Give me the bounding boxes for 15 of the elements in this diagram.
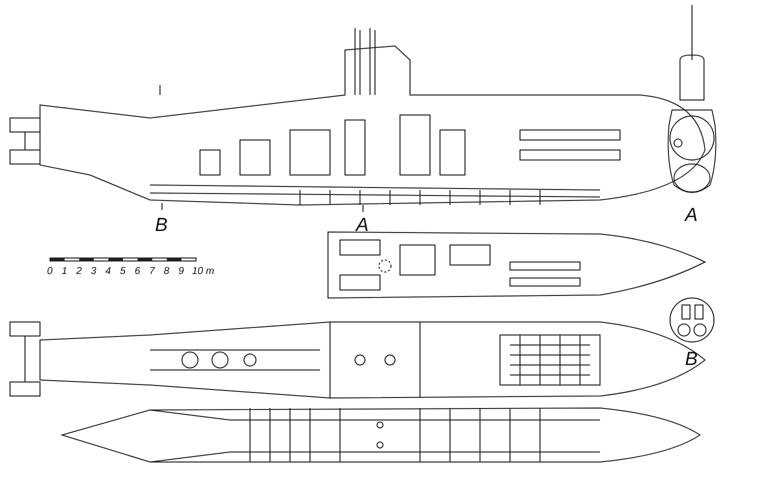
scale-number: 8 <box>164 267 170 277</box>
scale-number: 2 <box>76 267 82 277</box>
scale-number: 5 <box>120 267 126 277</box>
scale-number: 1 <box>62 267 68 277</box>
section-label: A <box>685 206 698 225</box>
section-label: B <box>685 350 698 369</box>
scale-number: 6 <box>134 267 140 277</box>
scale-number: 9 <box>178 267 184 277</box>
scale-number: 4 <box>105 267 111 277</box>
scale-number: 0 <box>47 267 53 277</box>
section-label: A <box>356 216 369 235</box>
scale-number: 10 m <box>192 267 214 277</box>
scale-number: 7 <box>149 267 155 277</box>
section-label: B <box>155 216 168 235</box>
scale-number: 3 <box>90 267 96 277</box>
